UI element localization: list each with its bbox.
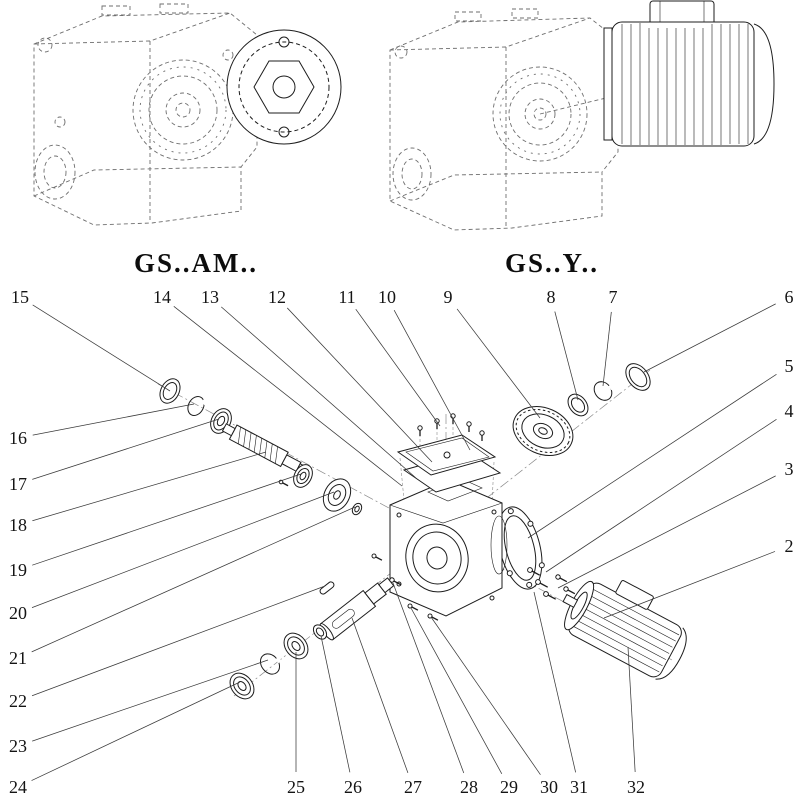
callout-22: 22 xyxy=(9,691,27,711)
leader-line-6 xyxy=(643,303,776,373)
callout-13: 13 xyxy=(201,287,219,307)
callout-18: 18 xyxy=(9,515,27,535)
leader-line-20 xyxy=(31,491,335,608)
exploded-view xyxy=(157,363,687,700)
callout-30: 30 xyxy=(540,777,558,797)
part-circlip-7 xyxy=(593,381,615,401)
leader-line-11 xyxy=(355,308,441,427)
leader-line-30 xyxy=(430,616,541,775)
leader-line-21 xyxy=(31,506,356,653)
part-seal-24 xyxy=(229,672,255,700)
part-bolts-31 xyxy=(527,567,576,600)
part-motor-32 xyxy=(562,580,687,680)
callout-29: 29 xyxy=(500,777,518,797)
model-label-gs-y: GS..Y.. xyxy=(505,248,599,278)
callout-3: 3 xyxy=(785,459,794,479)
part-cover-screws-11 xyxy=(417,413,485,441)
leader-line-18 xyxy=(32,451,267,522)
part-ring-6 xyxy=(625,363,651,391)
part-gear-9 xyxy=(512,405,574,457)
leader-line-8 xyxy=(554,311,579,401)
callout-32: 32 xyxy=(627,777,645,797)
leader-line-10 xyxy=(393,310,471,451)
part-output-shaft-27 xyxy=(319,577,395,641)
part-circlip-23 xyxy=(259,653,282,675)
leader-line-16 xyxy=(32,403,195,436)
leader-line-24 xyxy=(31,681,241,781)
callout-6: 6 xyxy=(785,287,794,307)
callout-8: 8 xyxy=(547,287,556,307)
callout-28: 28 xyxy=(460,777,478,797)
leader-line-28 xyxy=(392,582,465,774)
leader-line-22 xyxy=(31,585,326,697)
part-ring-21 xyxy=(351,502,363,516)
callout-11: 11 xyxy=(338,287,355,307)
callout-16: 16 xyxy=(9,428,27,448)
callout-14: 14 xyxy=(153,287,171,307)
callout-4: 4 xyxy=(785,401,794,421)
leader-line-3 xyxy=(557,475,776,589)
part-bearing-17 xyxy=(210,408,232,434)
leader-line-17 xyxy=(32,418,220,480)
leader-line-26 xyxy=(320,635,351,773)
callout-7: 7 xyxy=(609,287,618,307)
leader-line-9 xyxy=(456,308,541,419)
leader-line-31 xyxy=(533,591,576,773)
assembly-sketch-gs-am xyxy=(33,3,342,226)
part-bearing-25 xyxy=(283,632,309,660)
leader-line-27 xyxy=(351,617,409,774)
assembly-sketch-gs-y xyxy=(389,0,775,231)
part-key-22 xyxy=(319,581,335,595)
callout-5: 5 xyxy=(785,356,794,376)
callout-25: 25 xyxy=(287,777,305,797)
leader-line-29 xyxy=(410,607,503,775)
leader-line-2 xyxy=(603,551,776,619)
model-label-gs-am: GS..AM.. xyxy=(134,248,258,278)
leader-line-14 xyxy=(173,305,403,487)
callout-23: 23 xyxy=(9,736,27,756)
callout-15: 15 xyxy=(11,287,29,307)
part-housing xyxy=(389,478,508,617)
leader-line-4 xyxy=(545,418,777,573)
leader-line-32 xyxy=(627,646,636,773)
callout-9: 9 xyxy=(444,287,453,307)
leader-line-7 xyxy=(602,311,612,387)
callout-27: 27 xyxy=(404,777,422,797)
leader-line-23 xyxy=(32,659,269,742)
flange-gs-am xyxy=(226,29,342,145)
callout-12: 12 xyxy=(268,287,286,307)
leader-line-19 xyxy=(32,473,302,566)
leader-line-5 xyxy=(527,373,777,539)
callout-24: 24 xyxy=(9,777,27,797)
callout-17: 17 xyxy=(9,474,27,494)
callout-31: 31 xyxy=(570,777,588,797)
motor-gs-y xyxy=(603,0,775,147)
part-cover-plate-12 xyxy=(396,434,497,476)
callout-20: 20 xyxy=(9,603,27,623)
leader-line-13 xyxy=(221,306,417,479)
part-circlip-16 xyxy=(187,395,208,417)
callout-26: 26 xyxy=(344,777,362,797)
leader-line-12 xyxy=(286,307,433,463)
part-bearing-19 xyxy=(293,464,313,488)
part-ring-8 xyxy=(567,393,589,417)
part-spacer-26 xyxy=(312,624,328,640)
callout-10: 10 xyxy=(378,287,396,307)
part-worm-wheel-20 xyxy=(322,478,352,512)
callout-2: 2 xyxy=(785,536,794,556)
callout-21: 21 xyxy=(9,648,27,668)
callout-19: 19 xyxy=(9,560,27,580)
leader-line-15 xyxy=(32,304,171,392)
